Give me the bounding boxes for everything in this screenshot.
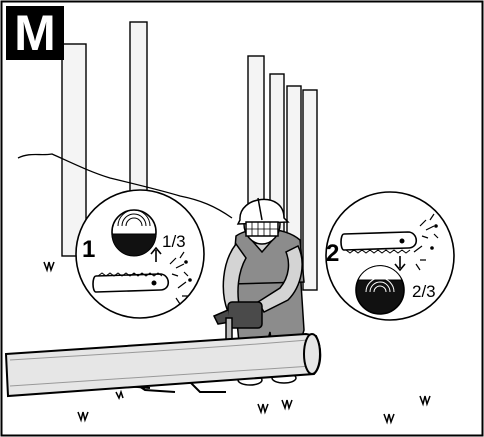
grass-tuft xyxy=(281,399,293,411)
arrow-up-icon xyxy=(150,246,162,262)
step2-inset xyxy=(325,191,455,321)
step1-number: 1 xyxy=(82,236,96,263)
grass-tuft xyxy=(115,389,124,400)
figure-badge: M xyxy=(6,6,64,60)
chainsaw-bar-icon xyxy=(92,273,170,293)
chainsaw-body xyxy=(227,301,263,329)
helmet-ridge xyxy=(257,197,263,221)
grass-tuft xyxy=(383,413,395,425)
tree-trunk xyxy=(302,89,318,291)
horizon-line xyxy=(17,153,233,219)
helmet-icon xyxy=(236,198,290,225)
step1-inset xyxy=(75,189,205,319)
tree-trunk xyxy=(61,43,87,257)
step2-number: 2 xyxy=(326,240,340,267)
felled-log xyxy=(4,332,322,398)
log-end xyxy=(303,333,321,375)
step2-fraction: 2/3 xyxy=(412,282,436,301)
grass-tuft xyxy=(77,411,89,423)
step1-fraction: 1/3 xyxy=(162,232,186,251)
grass-tuft xyxy=(43,261,55,273)
chainsaw-bar-icon xyxy=(340,231,418,251)
tree-trunk xyxy=(247,55,265,207)
grass-tuft xyxy=(257,403,269,415)
grass-tuft xyxy=(419,395,431,407)
arrow-down-icon xyxy=(394,256,406,272)
cut-portion xyxy=(111,233,157,257)
sparks-icon xyxy=(413,213,439,271)
grass-tufts xyxy=(43,261,431,425)
sparks-icon xyxy=(169,251,192,305)
background-trees xyxy=(61,21,318,297)
